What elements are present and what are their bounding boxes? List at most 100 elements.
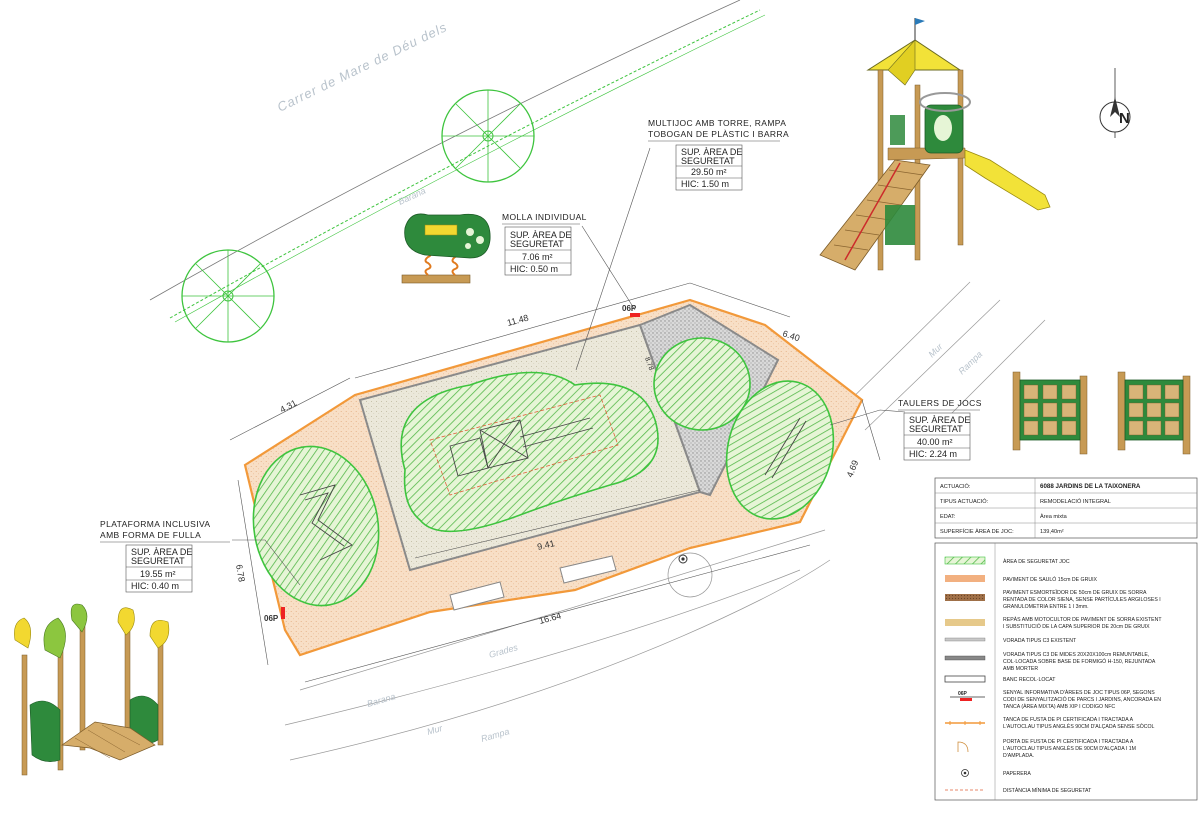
plataforma-area-2: SEGURETAT xyxy=(131,556,185,566)
legend-swatch-saulo xyxy=(945,575,985,582)
dim-top: 11.48 xyxy=(506,313,530,328)
barana-top-label: Barana xyxy=(397,185,428,206)
multijoc-area-2: SEGURETAT xyxy=(681,156,735,166)
multijoc-hic: HIC: 1.50 m xyxy=(681,179,729,189)
north-label: N xyxy=(1119,110,1130,127)
callout-taulers: TAULERS DE JOCS SUP. ÀREA DE SEGURETAT 4… xyxy=(898,398,982,461)
dim-inner-side: 8.78 xyxy=(643,356,654,371)
dim-inner: 9.41 xyxy=(536,538,555,552)
legend-sign-label: 06P xyxy=(958,691,968,697)
molla-spring-illustration xyxy=(401,213,491,284)
taulers-area-value: 40.00 m² xyxy=(917,437,953,447)
legend-item: TANCA (ÀREA MIXTA) AMB XIP I CODIGO NFC xyxy=(1003,703,1115,710)
legend-item: PAVIMENT DE SAULÓ 15cm DE GRUIX xyxy=(1003,576,1098,583)
info-row-value: Àrea mixta xyxy=(1040,513,1068,520)
taulers-title: TAULERS DE JOCS xyxy=(898,398,982,408)
leader-lines xyxy=(232,147,906,586)
legend-swatch-bench xyxy=(944,675,986,683)
info-row-value: REMODELACIÓ INTEGRAL xyxy=(1040,498,1111,505)
molla-area-value: 7.06 m² xyxy=(522,252,553,262)
legend-item: COL·LOCADA SOBRE BASE DE FORMIGÓ H-150, … xyxy=(1003,658,1156,665)
taulers-game-boards-illustration xyxy=(1012,371,1191,455)
trash-bin-icon xyxy=(678,554,688,564)
dim-left: 6.78 xyxy=(234,564,247,583)
legend-item: L'AUTOCLAU TIPUS ANGLÈS 90CM D'ALÇADA SE… xyxy=(1003,723,1155,730)
sign-06p-left-label: 06P xyxy=(264,614,279,623)
molla-title: MOLLA INDIVIDUAL xyxy=(502,212,587,222)
multijoc-title-2: TOBOGAN DE PLÀSTIC I BARRA xyxy=(648,129,789,139)
legend-swatch-sorra xyxy=(945,594,985,601)
safety-area-molla xyxy=(653,337,751,431)
info-row-label: EDAT: xyxy=(940,514,956,520)
rampa-right-label: Rampa xyxy=(956,349,984,376)
molla-area-2: SEGURETAT xyxy=(510,239,564,249)
legend-door-icon xyxy=(957,741,969,753)
street-name: Carrer de Mare de Déu dels xyxy=(275,19,450,115)
info-row-label: ACTUACIÓ: xyxy=(940,483,971,490)
bench xyxy=(449,555,617,611)
dim-bottom: 16.64 xyxy=(538,610,562,625)
legend-item: DISTÀNCIA MÍNIMA DE SEGURETAT xyxy=(1003,787,1092,794)
plataforma-hic: HIC: 0.40 m xyxy=(131,581,179,591)
legend-item: VORADA TIPUS C3 EXISTENT xyxy=(1003,638,1077,644)
legend: 06P ÀREA DE SEGURETAT JOC PAVIMENT DE SA… xyxy=(934,542,1198,801)
multijoc-plan-symbol xyxy=(449,417,594,477)
legend-swatch-vorada-existent xyxy=(944,637,986,642)
plataforma-leaf-illustration xyxy=(14,603,170,776)
plataforma-title-1: PLATAFORMA INCLUSIVA xyxy=(100,519,211,529)
taulers-plan-symbol xyxy=(764,417,807,479)
plataforma-area-1: SUP. ÀREA DE xyxy=(131,547,192,557)
callout-multijoc: MULTIJOC AMB TORRE, RAMPA TOBOGAN DE PLÀ… xyxy=(648,118,789,191)
multijoc-tower-illustration xyxy=(819,18,1051,271)
legend-item: AMB MORTER xyxy=(1003,666,1038,672)
legend-swatch-sign xyxy=(960,698,972,701)
info-row-value: 139,40m² xyxy=(1040,529,1064,535)
min-safety-distance xyxy=(429,394,619,496)
info-row-value: 6088 JARDINS DE LA TAIXONERA xyxy=(1040,483,1141,490)
info-row-label: SUPERFÍCIE ÀREA DE JOC: xyxy=(940,528,1014,535)
multijoc-area-1: SUP. ÀREA DE xyxy=(681,147,742,157)
sign-06p-top-label: 06P xyxy=(622,304,637,313)
legend-item: L'AUTOCLAU TIPUS ANGLÈS DE 90CM D'ALÇADA… xyxy=(1003,745,1136,752)
info-table: ACTUACIÓ: 6088 JARDINS DE LA TAIXONERA T… xyxy=(934,477,1198,539)
legend-item: PAPERERA xyxy=(1003,771,1031,777)
rampa-bottom-label: Rampa xyxy=(480,726,511,744)
legend-item: PAVIMENT ESMORTEÏDOR DE 50cm DE GRUIX DE… xyxy=(1003,589,1147,596)
legend-item: REPÀS AMB MOTOCULTOR DE PAVIMENT DE SORR… xyxy=(1003,616,1162,623)
plataforma-plan-symbol xyxy=(299,484,353,561)
legend-item: GRANULOMETRIA ENTRE 1 I 3mm. xyxy=(1003,604,1089,610)
legend-item: ÀREA DE SEGURETAT JOC xyxy=(1003,558,1070,565)
north-arrow-icon xyxy=(1099,68,1131,138)
legend-item: RENTADA DE COLOR SIENA, SENSE PARTÍCULES… xyxy=(1003,596,1161,603)
legend-swatch-safety xyxy=(944,556,986,565)
sign-06p-left xyxy=(281,607,285,619)
legend-item: TANCA DE FUSTA DE PI CERTIFICADA I TRACT… xyxy=(1003,717,1134,723)
legend-item: I SUBSTITUCIÓ DE LA CAPA SUPERIOR DE 20c… xyxy=(1003,623,1150,630)
legend-item: BANC RECOL·LOCAT xyxy=(1003,677,1056,683)
legend-item: PORTA DE FUSTA DE PI CERTIFICADA I TRACT… xyxy=(1003,739,1134,745)
molla-hic: HIC: 0.50 m xyxy=(510,264,558,274)
callout-molla: MOLLA INDIVIDUAL SUP. ÀREA DE SEGURETAT … xyxy=(502,212,587,276)
legend-paperera-icon xyxy=(961,769,969,777)
dim-left-top: 4.31 xyxy=(278,398,298,415)
legend-item: SENYAL INFORMATIVA D'ÀREES DE JOC TIPUS … xyxy=(1003,689,1155,696)
multijoc-title-1: MULTIJOC AMB TORRE, RAMPA xyxy=(648,118,786,128)
dim-right: 4.69 xyxy=(845,459,861,479)
plataforma-area-value: 19.55 m² xyxy=(140,569,176,579)
dimension-lines xyxy=(229,282,881,683)
tree-symbol xyxy=(441,89,535,183)
molla-area-1: SUP. ÀREA DE xyxy=(510,230,571,240)
legend-item: VORADA TIPUS C3 DE MIDES 20X20X100cm REM… xyxy=(1003,652,1149,658)
playground-area: 06P 06P xyxy=(243,298,864,657)
taulers-area-1: SUP. ÀREA DE xyxy=(909,415,970,425)
grades-label: Grades xyxy=(488,642,520,660)
sign-06p-top xyxy=(630,313,640,317)
mur-right-label: Mur xyxy=(926,341,945,360)
legend-item: CODI DE SENYALITZACIÓ DE PARCS I JARDINS… xyxy=(1003,696,1161,703)
mur-bottom-label: Mur xyxy=(426,723,445,737)
multijoc-area-value: 29.50 m² xyxy=(691,167,727,177)
info-row-label: TIPUS ACTUACIÓ: xyxy=(940,498,989,505)
taulers-area-2: SEGURETAT xyxy=(909,424,963,434)
barana-bottom-label: Barana xyxy=(366,691,397,709)
